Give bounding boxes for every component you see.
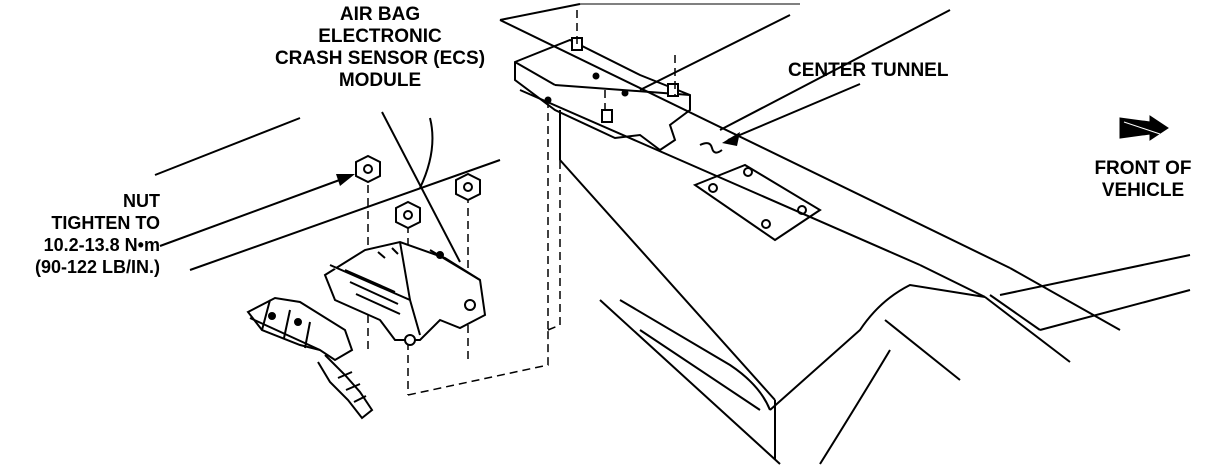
nut-center <box>396 202 420 228</box>
nut-label-line-4: (90-122 LB/IN.) <box>34 257 160 277</box>
ecs-module <box>325 242 485 345</box>
nut-label-line-1: NUT <box>123 191 160 211</box>
nut-label-line-3: 10.2-13.8 N•m <box>43 235 160 255</box>
nut-arrowhead-icon <box>336 174 355 186</box>
ecs-module-label-line-1: AIR BAG <box>339 4 421 25</box>
nut-right <box>456 174 480 200</box>
mounting-nuts <box>356 156 480 228</box>
tunnel-bracket <box>515 38 690 150</box>
ecs-module-label-line-4: MODULE <box>338 70 422 91</box>
tunnel-arrowhead-icon <box>722 132 740 146</box>
front-direction-arrow-icon <box>1120 116 1168 140</box>
ecs-module-label: AIR BAG ELECTRONIC CRASH SENSOR (ECS) MO… <box>250 4 510 92</box>
wiring-connector <box>248 298 372 418</box>
ecs-module-label-line-2: ELECTRONIC <box>318 26 442 47</box>
front-of-vehicle-line-2: VEHICLE <box>1101 180 1185 201</box>
tunnel-access-plate <box>695 143 820 240</box>
nut-torque-label: NUT TIGHTEN TO 10.2-13.8 N•m (90-122 LB/… <box>0 190 160 278</box>
center-tunnel-label: CENTER TUNNEL <box>788 60 949 81</box>
front-of-vehicle-line-1: FRONT OF <box>1094 158 1192 179</box>
nut-left <box>356 156 380 182</box>
ecs-module-label-line-3: CRASH SENSOR (ECS) <box>274 48 486 69</box>
leader-lines <box>160 84 860 262</box>
arrowheads <box>336 132 740 186</box>
front-of-vehicle-label: FRONT OF VEHICLE <box>1080 158 1206 202</box>
nut-label-line-2: TIGHTEN TO <box>51 213 160 233</box>
